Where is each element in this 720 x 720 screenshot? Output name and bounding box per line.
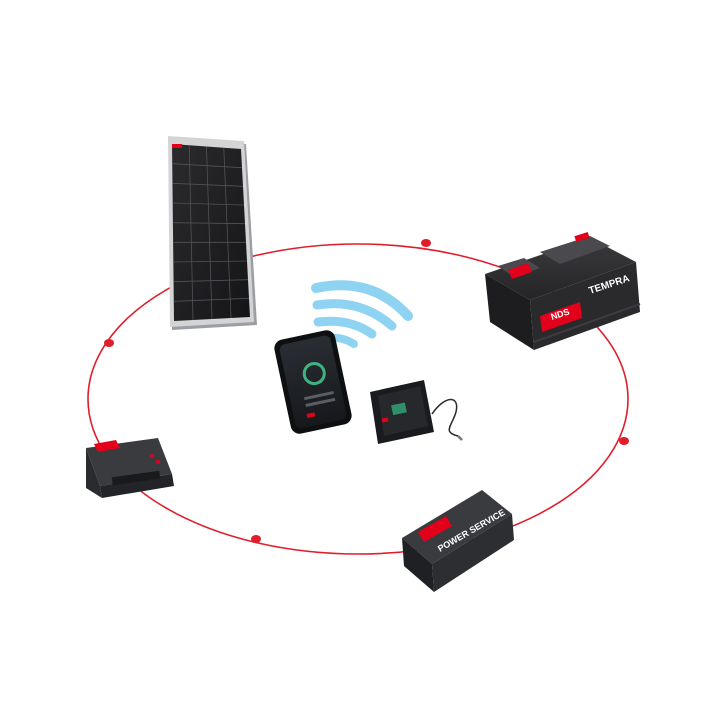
ring-node (251, 535, 261, 543)
connection-ring (87, 239, 629, 555)
display-monitor-icon (370, 380, 463, 444)
charge-controller-icon (86, 438, 174, 498)
power-service-icon: POWER SERVICE (402, 490, 514, 592)
smartphone-app-icon (274, 330, 352, 434)
solar-panel-icon (168, 136, 257, 330)
ring-node (619, 437, 629, 445)
ring-node (104, 339, 114, 347)
battery-icon: NDS TEMPRA (485, 231, 641, 350)
ring-node (421, 239, 431, 247)
